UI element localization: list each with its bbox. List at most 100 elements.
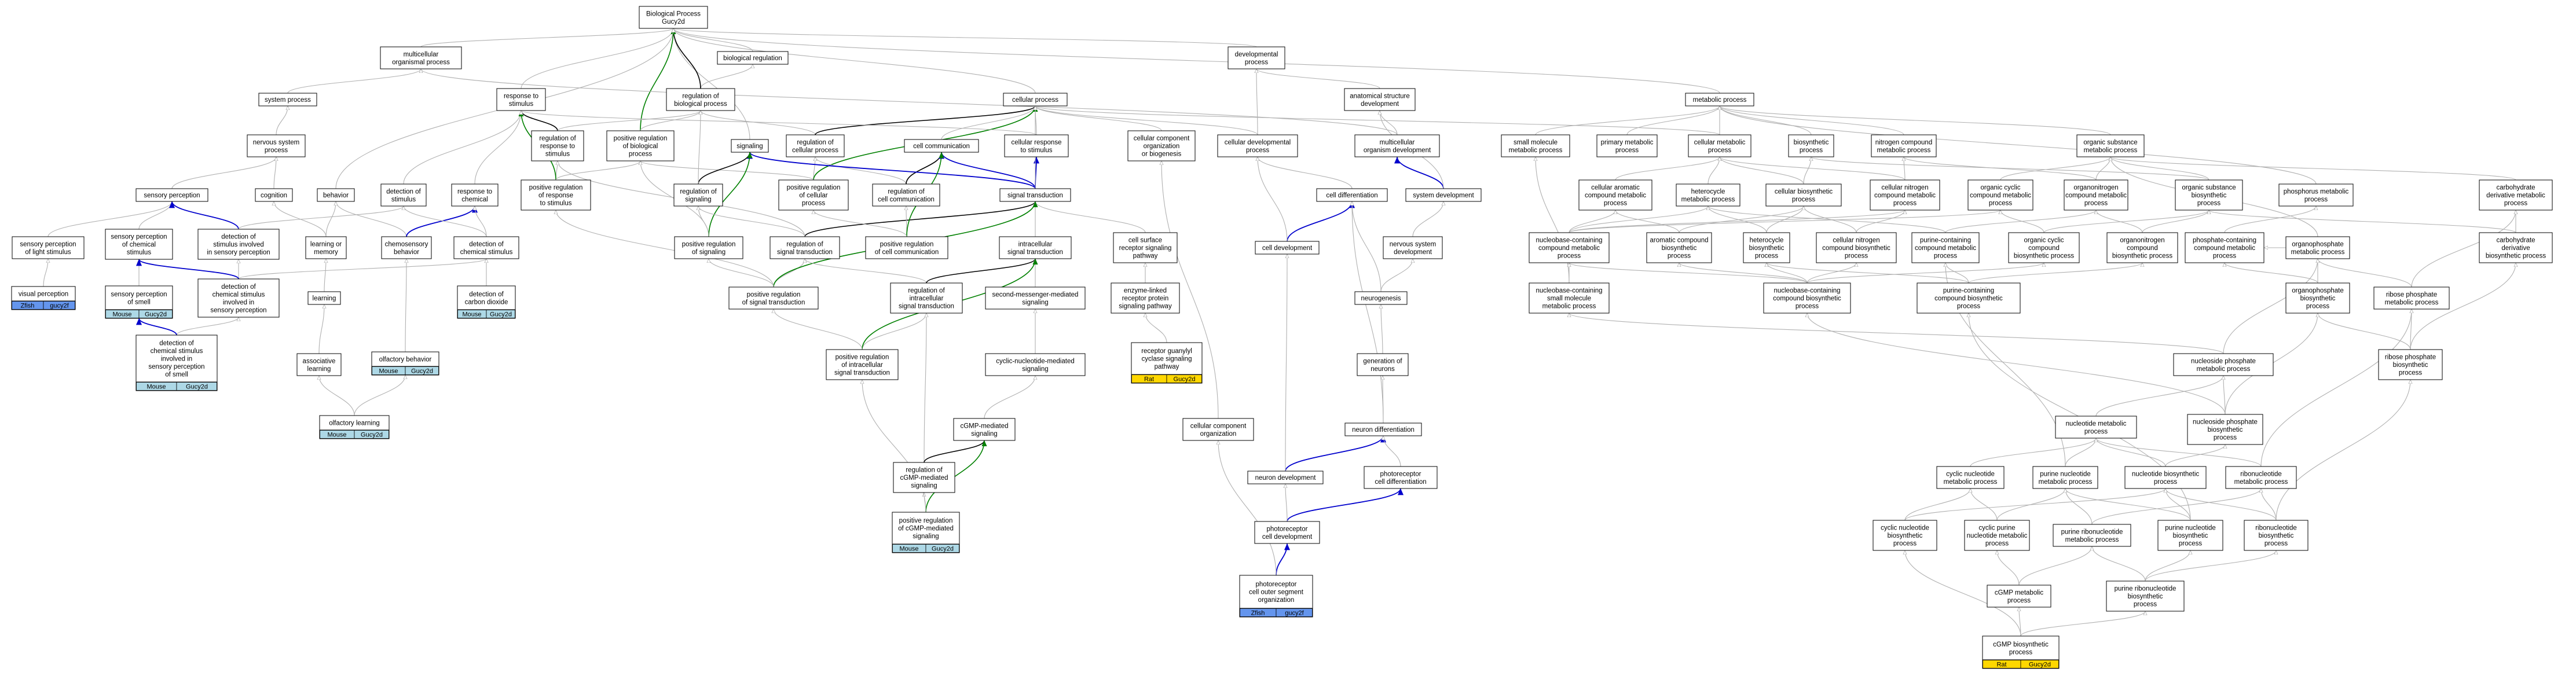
- go-term-node[interactable]: behavior: [317, 188, 355, 202]
- go-term-node[interactable]: cell differentiation: [1316, 188, 1388, 202]
- go-term-node[interactable]: cellular process: [1003, 93, 1068, 106]
- go-term-node[interactable]: cell communication: [904, 139, 979, 153]
- go-term-node[interactable]: cognition: [255, 188, 293, 202]
- go-term-node[interactable]: metabolic process: [1685, 93, 1754, 106]
- go-term-node[interactable]: cell development: [1255, 241, 1320, 255]
- go-term-node[interactable]: neuron differentiation: [1344, 422, 1422, 436]
- go-term-node[interactable]: neurogenesis: [1354, 291, 1408, 305]
- go-term-node[interactable]: signaling: [731, 139, 769, 153]
- go-term-node[interactable]: neuron development: [1247, 471, 1324, 484]
- go-term-node[interactable]: learning: [307, 291, 341, 305]
- go-term-node[interactable]: system development: [1405, 188, 1482, 202]
- go-term-node[interactable]: biological regulation: [717, 51, 789, 65]
